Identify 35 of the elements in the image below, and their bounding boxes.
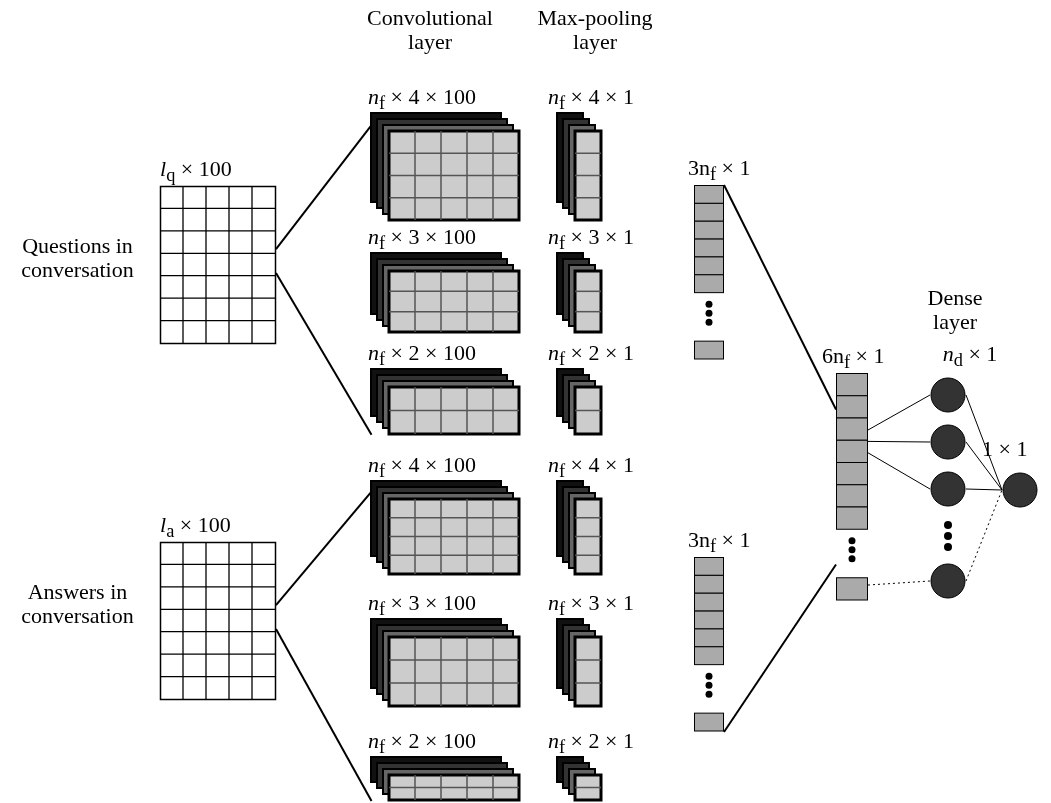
column-heading: Dense layer [926,286,984,334]
dimension-label: n$_{f}$ × 3 × 100 [368,590,476,622]
dimension-label: n$_{f}$ × 3 × 100 [368,224,476,256]
dimension-label: n$_{f}$ × 4 × 1 [548,452,634,484]
connector-line [275,271,373,436]
connector-line [723,563,837,733]
connector-line [867,452,931,490]
dimension-label: n$_{d}$ × 1 [941,342,999,373]
connector-line [965,441,1003,491]
connector-line [723,184,837,411]
dimension-label: 3n$_{f}$ × 1 [688,527,751,559]
connector-line [965,488,1003,491]
input-caption: Questions in conversation [20,234,135,282]
dimension-label: 6n$_{f}$ × 1 [822,343,885,375]
dimension-label: n$_{f}$ × 2 × 1 [548,340,634,372]
dimension-label: n$_{f}$ × 3 × 1 [548,224,634,256]
dimension-label: l$_{q}$ × 100 [160,156,232,188]
column-heading: Max-pooling layer [536,6,654,54]
dimension-label: n$_{f}$ × 2 × 100 [368,340,476,372]
input-caption: Answers in conversation [20,580,135,628]
connector-line [867,580,931,586]
dimension-label: n$_{f}$ × 2 × 1 [548,728,634,760]
connector-line [965,489,1003,582]
dimension-label: l$_{a}$ × 100 [160,512,231,544]
connector-line [275,627,373,803]
dimension-label: n$_{f}$ × 3 × 1 [548,590,634,622]
dimension-label: n$_{f}$ × 4 × 100 [368,84,476,116]
connector-line [867,394,931,431]
dimension-label: 3n$_{f}$ × 1 [688,155,751,187]
column-heading: Convolutional layer [366,6,494,54]
dimension-label: n$_{f}$ × 4 × 1 [548,84,634,116]
connector-line [965,394,1003,491]
connector-line [867,440,931,443]
dimension-label: n$_{f}$ × 2 × 100 [368,728,476,760]
dimension-label: n$_{f}$ × 4 × 100 [368,452,476,484]
